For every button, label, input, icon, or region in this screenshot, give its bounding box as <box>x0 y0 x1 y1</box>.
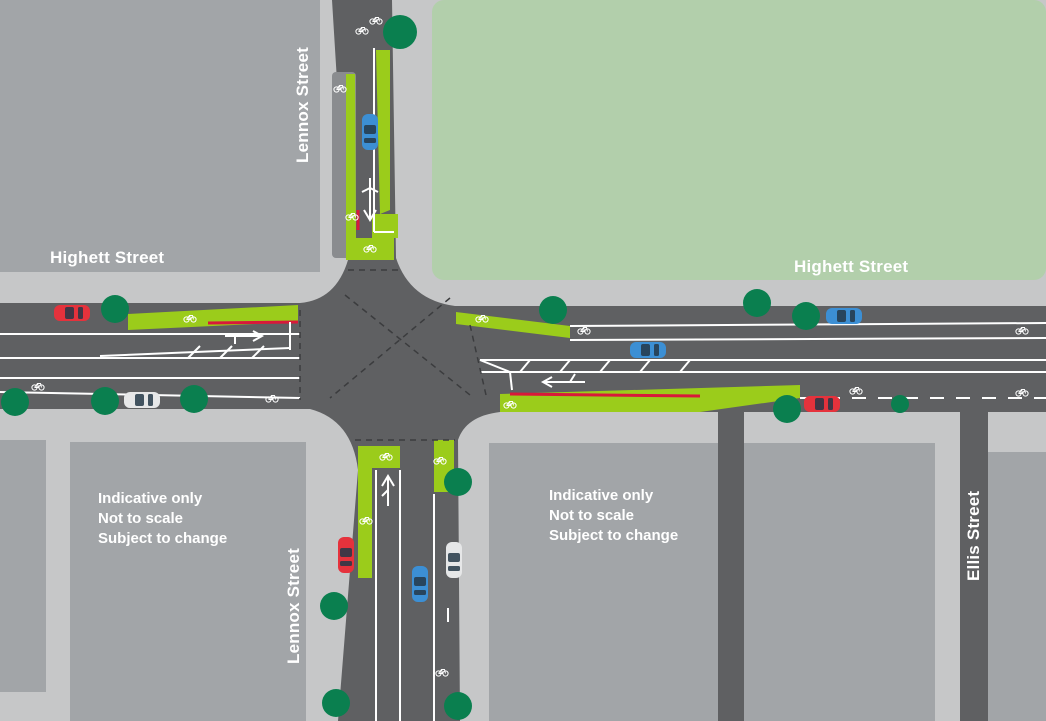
disclaimer-note-east: Indicative only Not to scale Subject to … <box>549 486 678 546</box>
block-southeast-c <box>988 420 1046 452</box>
highett-street-east-label: Highett Street <box>794 257 909 276</box>
lane-markings <box>0 48 1046 721</box>
hatching <box>99 345 691 373</box>
disclaimer-note-west: Indicative only Not to scale Subject to … <box>98 489 227 549</box>
note-line: Subject to change <box>98 530 228 547</box>
note-line: Indicative only <box>98 490 203 507</box>
highett-street-west-label: Highett Street <box>50 248 165 267</box>
block-northwest <box>0 0 320 272</box>
ellis-street-label: Ellis Street <box>964 490 983 581</box>
block-southeast-b <box>744 443 935 721</box>
intersection-guides <box>299 269 487 441</box>
lennox-street-north-label: Lennox Street <box>293 47 312 163</box>
block-southeast-a <box>489 443 718 721</box>
red-kerb-lines <box>207 210 701 398</box>
note-line: Not to scale <box>549 507 635 524</box>
note-line: Subject to change <box>549 527 679 544</box>
bike-lanes <box>128 50 800 578</box>
block-southwest-b <box>70 442 306 721</box>
note-line: Indicative only <box>549 487 654 504</box>
tree-icon <box>1 15 909 720</box>
note-line: Not to scale <box>98 510 184 527</box>
turn-arrow-icon <box>225 178 585 506</box>
block-southwest-a <box>0 440 46 692</box>
block-southeast-d <box>988 452 1046 721</box>
park <box>432 0 1046 280</box>
lennox-street-south-label: Lennox Street <box>284 548 303 664</box>
